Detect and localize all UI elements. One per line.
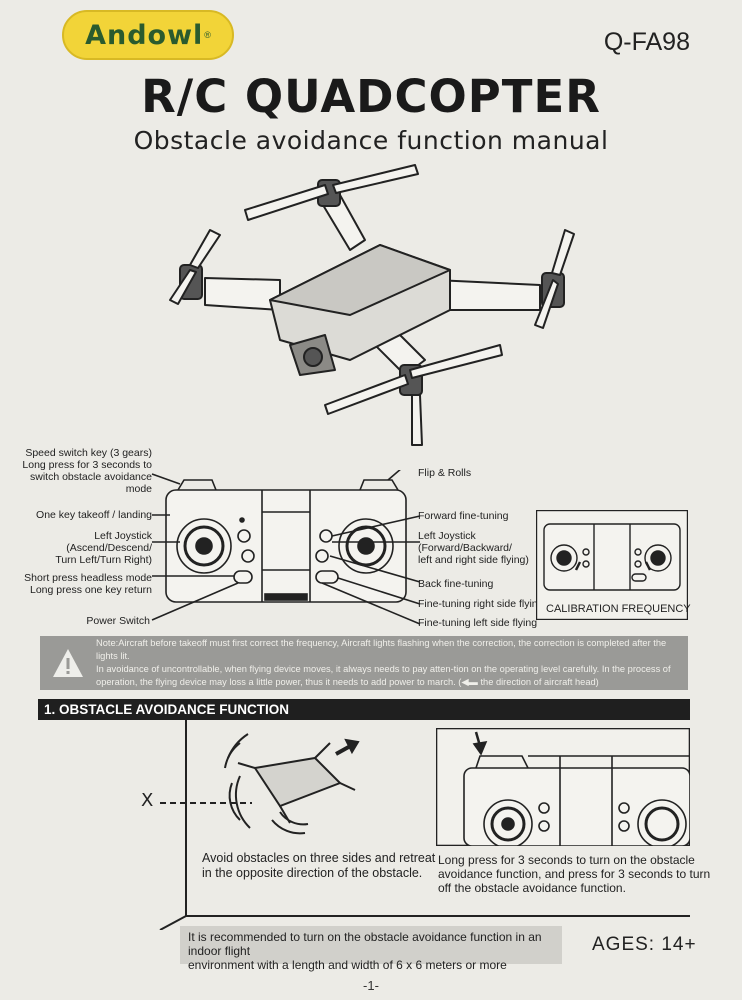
obstacle-avoidance-illustration [160, 733, 360, 835]
left-joystick-label: Left Joystick (Ascend/Descend/ Turn Left… [55, 530, 152, 566]
headless-mode-label: Short press headless mode Long press one… [24, 572, 152, 596]
section-frame [159, 720, 690, 930]
section-heading: 1. OBSTACLE AVOIDANCE FUNCTION [38, 699, 690, 720]
controller-closeup [436, 728, 690, 846]
right-joystick-label: Left Joystick (Forward/Backward/ left an… [418, 530, 529, 566]
brand-name: Andowl [85, 19, 204, 51]
caption-left: Avoid obstacles on three sides and retre… [202, 851, 436, 880]
warning-note: Note:Aircraft before takeoff must first … [40, 636, 688, 690]
warning-text: Note:Aircraft before takeoff must first … [96, 638, 671, 687]
back-trim-label: Back fine-tuning [418, 578, 494, 590]
flip-rolls-label: Flip & Rolls [418, 467, 472, 479]
right-side-trim-label: Fine-tuning right side flying [418, 598, 544, 610]
power-switch-label: Power Switch [86, 615, 150, 627]
model-number: Q-FA98 [603, 28, 690, 56]
page-number: -1- [363, 978, 379, 993]
page-title: R/C QUADCOPTER [141, 70, 601, 123]
drone-illustration [169, 164, 575, 446]
warning-icon [40, 636, 96, 690]
left-side-trim-label: Fine-tuning left side flying [418, 617, 538, 629]
obstacle-x-mark: X [141, 790, 154, 811]
arrow-left-icon: ◀▬ [461, 677, 478, 687]
age-rating: AGES: 14+ [592, 934, 697, 955]
calibration-diagram [536, 510, 688, 620]
forward-trim-label: Forward fine-tuning [418, 510, 509, 522]
recommendation-note: It is recommended to turn on the obstacl… [180, 926, 562, 972]
takeoff-landing-label: One key takeoff / landing [36, 509, 152, 521]
caption-right: Long press for 3 seconds to turn on the … [438, 853, 711, 895]
speed-switch-label: Speed switch key (3 gears) Long press fo… [22, 447, 152, 495]
registered-mark: ® [204, 30, 211, 40]
controller-diagram [151, 470, 421, 625]
page-subtitle: Obstacle avoidance function manual [133, 126, 609, 155]
calibration-label: CALIBRATION FREQUENCY [546, 603, 691, 615]
brand-logo: Andowl® [62, 10, 234, 60]
